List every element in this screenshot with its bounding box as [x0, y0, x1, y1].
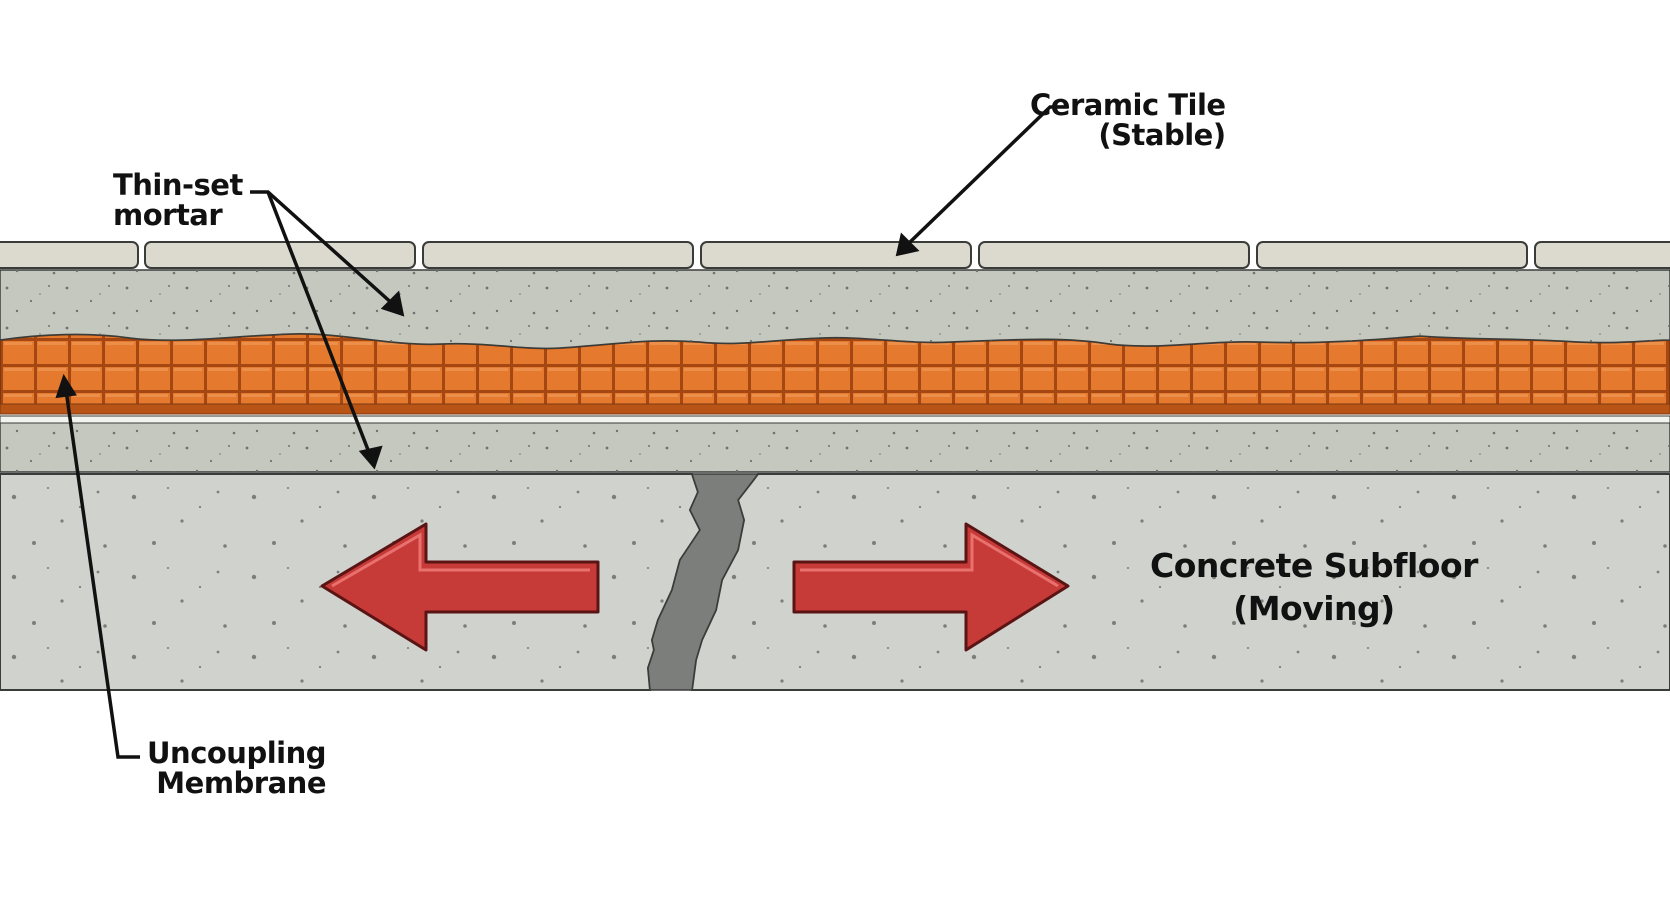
leader-thinset-mortar [250, 190, 405, 470]
leader-uncoupling-membrane [55, 373, 140, 759]
thinset-mortar-label-line1: Thin-set [113, 168, 243, 202]
ceramic-tile [978, 241, 1250, 269]
concrete-subfloor-label-line2: (Moving) [1233, 589, 1395, 628]
thinset-mortar-lower [0, 415, 1670, 473]
crack [647, 473, 760, 691]
uncoupling-membrane-label-line1: Uncoupling [147, 736, 327, 770]
concrete-subfloor-label: Concrete Subfloor (Moving) [1150, 544, 1478, 630]
ceramic-tile-row [0, 241, 1670, 269]
concrete-subfloor [0, 473, 1670, 691]
uncoupling-membrane-label-line2: Membrane [156, 766, 326, 800]
ceramic-tile-label-line1: Ceramic Tile [1030, 88, 1226, 122]
thinset-mortar-label: Thin-set mortar [113, 170, 243, 230]
ceramic-tile [144, 241, 416, 269]
thinset-mortar-label-line2: mortar [113, 198, 223, 232]
ceramic-tile [1256, 241, 1528, 269]
ceramic-tile-label: Ceramic Tile (Stable) [1030, 90, 1226, 150]
ceramic-tile-label-line2: (Stable) [1098, 118, 1226, 152]
ceramic-tile [1534, 241, 1670, 269]
ceramic-tile [700, 241, 972, 269]
leader-ceramic-tile [895, 105, 1068, 257]
uncoupling-membrane [0, 332, 1670, 415]
arrow-right-icon [792, 522, 1070, 652]
arrow-left-icon [320, 522, 600, 652]
ceramic-tile [422, 241, 694, 269]
uncoupling-membrane-label: Uncoupling Membrane [147, 736, 327, 800]
concrete-subfloor-label-line1: Concrete Subfloor [1150, 546, 1478, 585]
thinset-mortar-upper [0, 269, 1670, 350]
ceramic-tile [0, 241, 139, 269]
